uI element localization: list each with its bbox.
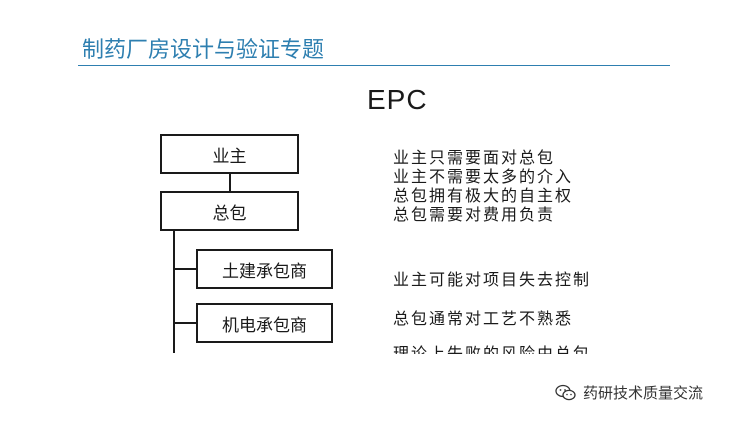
header-title: 制药厂房设计与验证专题 [82, 38, 325, 63]
note-process: 总包通常对工艺不熟悉 [393, 309, 574, 328]
note-control: 业主可能对项目失去控制 [393, 270, 592, 289]
civil-subcontractor-box: 土建承包商 [196, 249, 333, 289]
mep-subcontractor-box: 机电承包商 [196, 303, 333, 343]
note-line: 总包需要对费用负责 [393, 205, 556, 224]
watermark-text: 药研技术质量交流 [583, 384, 704, 402]
slide-title: EPC [367, 84, 428, 115]
bottom-cover [0, 354, 747, 423]
owner-box: 业主 [160, 134, 299, 174]
owner-label: 业主 [212, 146, 247, 167]
note-line: 业主不需要太多的介入 [393, 167, 574, 186]
connector-mep-branch [173, 322, 196, 324]
note-line: 总包拥有极大的自主权 [393, 186, 574, 205]
general-contractor-label: 总包 [212, 203, 247, 224]
watermark: 药研技术质量交流 [555, 382, 703, 403]
connector-owner-gc [229, 174, 231, 191]
connector-gc-trunk [173, 231, 175, 353]
wechat-icon [555, 384, 577, 402]
connector-civil-branch [173, 268, 196, 270]
civil-subcontractor-label: 土建承包商 [222, 261, 307, 282]
notes-top: 业主只需要面对总包 业主不需要太多的介入 总包拥有极大的自主权 总包需要对费用负… [393, 148, 643, 224]
mep-subcontractor-label: 机电承包商 [222, 315, 307, 336]
general-contractor-box: 总包 [160, 191, 299, 231]
header-divider [78, 65, 670, 66]
note-line: 业主只需要面对总包 [393, 148, 556, 167]
